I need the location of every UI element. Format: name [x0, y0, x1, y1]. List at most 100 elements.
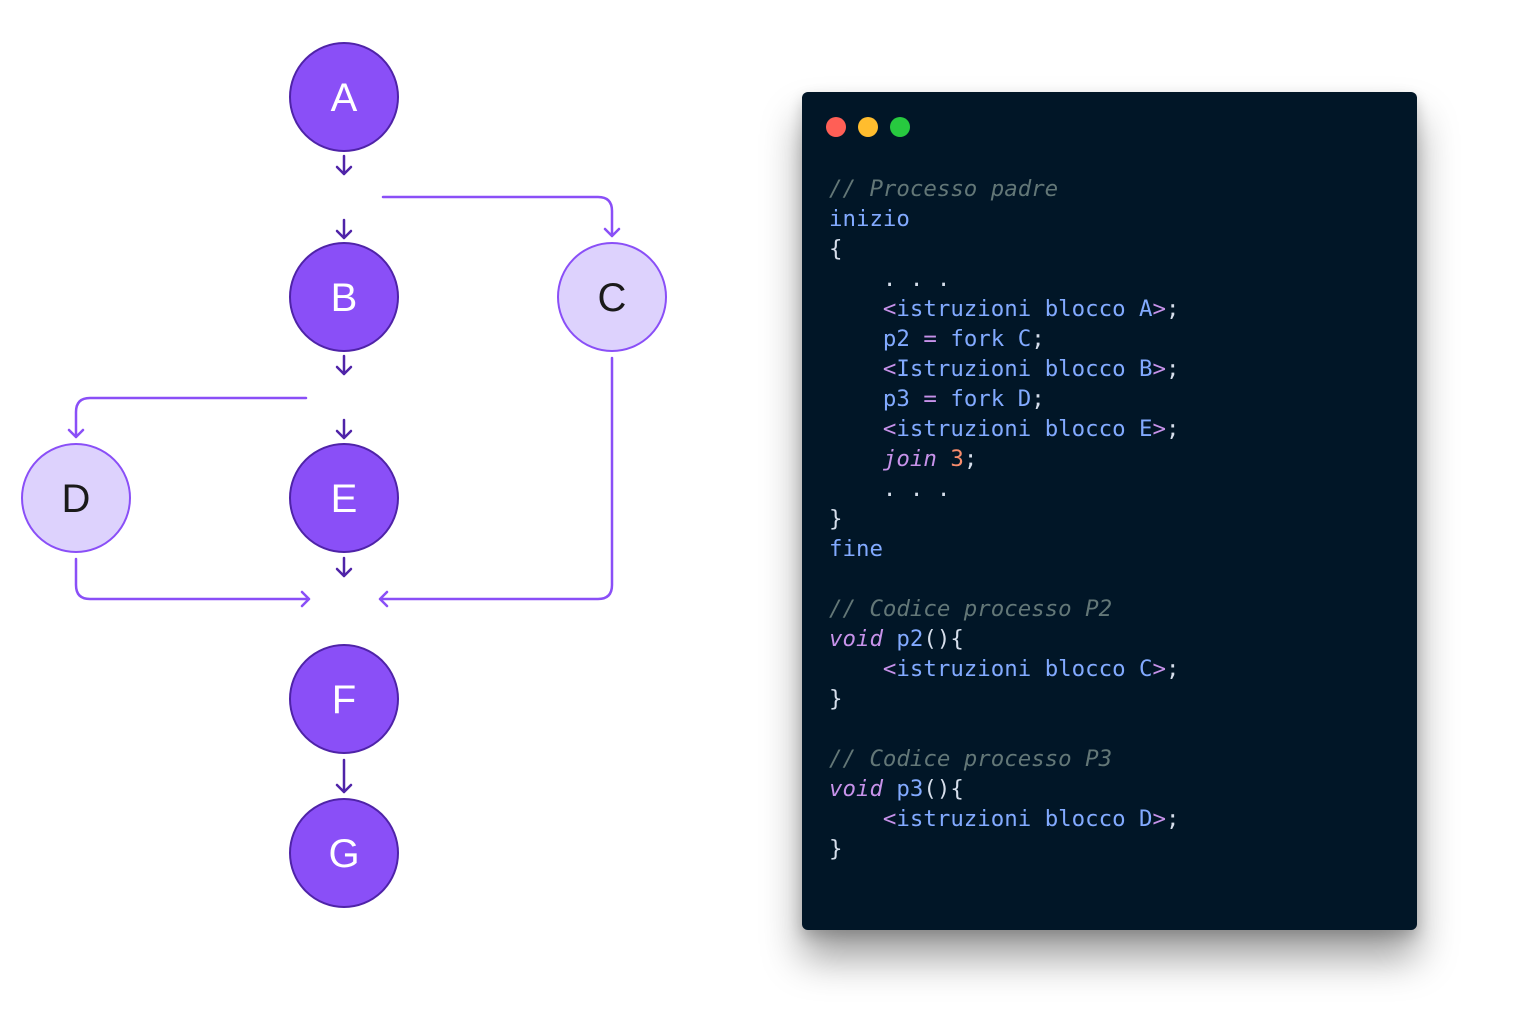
node-d: D: [21, 443, 131, 553]
code-line: }: [829, 504, 1180, 534]
node-d-label: D: [62, 477, 91, 521]
code-token-ident: istruzioni blocco A: [896, 296, 1153, 322]
code-token-text: [829, 356, 883, 382]
node-g-label: G: [328, 832, 359, 876]
code-token-ident: p3: [896, 776, 924, 802]
maximize-button[interactable]: [890, 117, 910, 137]
code-line: // Codice processo P2: [829, 594, 1180, 624]
code-line: [829, 714, 1180, 744]
code-token-text: [937, 386, 950, 412]
code-line: // Codice processo P3: [829, 744, 1180, 774]
node-e: E: [289, 443, 399, 553]
code-token-ident: p2: [882, 326, 910, 352]
code-line: <istruzioni blocco C>;: [829, 654, 1180, 684]
edge-join-d: [74, 557, 311, 608]
code-token-text: [829, 446, 883, 472]
code-line: [829, 564, 1180, 594]
edge-fork-d: [67, 396, 308, 439]
code-token-ident: fork C: [950, 326, 1032, 352]
code-token-op: >: [1152, 806, 1167, 832]
arrow-b-in: [335, 218, 353, 240]
arrow-b-out: [335, 354, 353, 376]
close-button[interactable]: [826, 117, 846, 137]
arrow-e-out: [335, 556, 353, 578]
node-f: F: [289, 644, 399, 754]
code-line: join 3;: [829, 444, 1180, 474]
code-token-ident: fork D: [950, 386, 1032, 412]
code-token-punct: ;: [1166, 656, 1180, 682]
code-line: void p2(){: [829, 624, 1180, 654]
node-b-label: B: [331, 276, 358, 320]
code-token-op: >: [1152, 356, 1167, 382]
code-line: }: [829, 834, 1180, 864]
code-token-op: >: [1152, 416, 1167, 442]
code-token-text: [829, 806, 883, 832]
code-token-kw: void: [829, 776, 883, 802]
code-token-punct: (){: [923, 626, 964, 652]
code-line: p2 = fork C;: [829, 324, 1180, 354]
code-token-text: [829, 656, 883, 682]
code-line: p3 = fork D;: [829, 384, 1180, 414]
code-line: . . .: [829, 264, 1180, 294]
code-token-text: . . .: [829, 476, 951, 502]
window-controls: [826, 117, 910, 137]
code-token-punct: (){: [923, 776, 964, 802]
node-f-label: F: [332, 678, 356, 722]
node-g: G: [289, 798, 399, 908]
code-token-op: =: [923, 386, 937, 412]
code-token-ident: istruzioni blocco D: [896, 806, 1153, 832]
code-line: inizio: [829, 204, 1180, 234]
node-e-label: E: [331, 477, 358, 521]
code-token-comment: // Codice processo P3: [829, 746, 1113, 772]
code-token-text: [829, 296, 883, 322]
code-token-punct: ;: [963, 446, 978, 472]
code-token-op: <: [882, 296, 897, 322]
fork-join-diagram: A B C D E F G: [21, 42, 667, 908]
code-line: <istruzioni blocco E>;: [829, 414, 1180, 444]
code-token-punct: {: [829, 236, 843, 262]
code-token-text: [829, 386, 883, 412]
code-token-punct: }: [829, 686, 843, 712]
node-a: A: [289, 42, 399, 152]
code-token-ident: inizio: [829, 206, 910, 232]
code-line: <istruzioni blocco A>;: [829, 294, 1180, 324]
node-c-label: C: [598, 276, 627, 320]
code-token-text: [829, 416, 883, 442]
code-token-ident: Istruzioni blocco B: [896, 356, 1153, 382]
code-line: {: [829, 234, 1180, 264]
code-token-text: [883, 626, 896, 652]
edge-fork-c: [381, 195, 621, 238]
code-line: }: [829, 684, 1180, 714]
code-token-punct: ;: [1031, 326, 1045, 352]
code-token-ident: fine: [829, 536, 883, 562]
code-line: fine: [829, 534, 1180, 564]
minimize-button[interactable]: [858, 117, 878, 137]
code-token-text: [883, 776, 896, 802]
code-token-kw: join: [882, 446, 937, 472]
arrow-a-out: [335, 154, 353, 176]
code-line: void p3(){: [829, 774, 1180, 804]
code-token-text: [829, 326, 883, 352]
edge-join-c: [378, 356, 614, 608]
code-line: <Istruzioni blocco B>;: [829, 354, 1180, 384]
code-token-num: 3: [950, 446, 964, 472]
code-token-text: . . .: [829, 266, 951, 292]
node-c: C: [557, 242, 667, 352]
code-token-text: [937, 326, 950, 352]
code-line: <istruzioni blocco D>;: [829, 804, 1180, 834]
code-token-ident: istruzioni blocco E: [896, 416, 1153, 442]
code-token-op: >: [1152, 656, 1167, 682]
code-token-punct: ;: [1166, 296, 1180, 322]
code-token-text: [910, 326, 923, 352]
code-token-comment: // Processo padre: [829, 176, 1059, 202]
code-line: . . .: [829, 474, 1180, 504]
code-token-punct: ;: [1031, 386, 1045, 412]
code-token-punct: }: [829, 506, 843, 532]
code-token-ident: istruzioni blocco C: [896, 656, 1153, 682]
code-token-punct: ;: [1166, 356, 1180, 382]
code-token-op: <: [882, 416, 897, 442]
arrow-f-to-g: [335, 758, 353, 794]
node-b: B: [289, 242, 399, 352]
